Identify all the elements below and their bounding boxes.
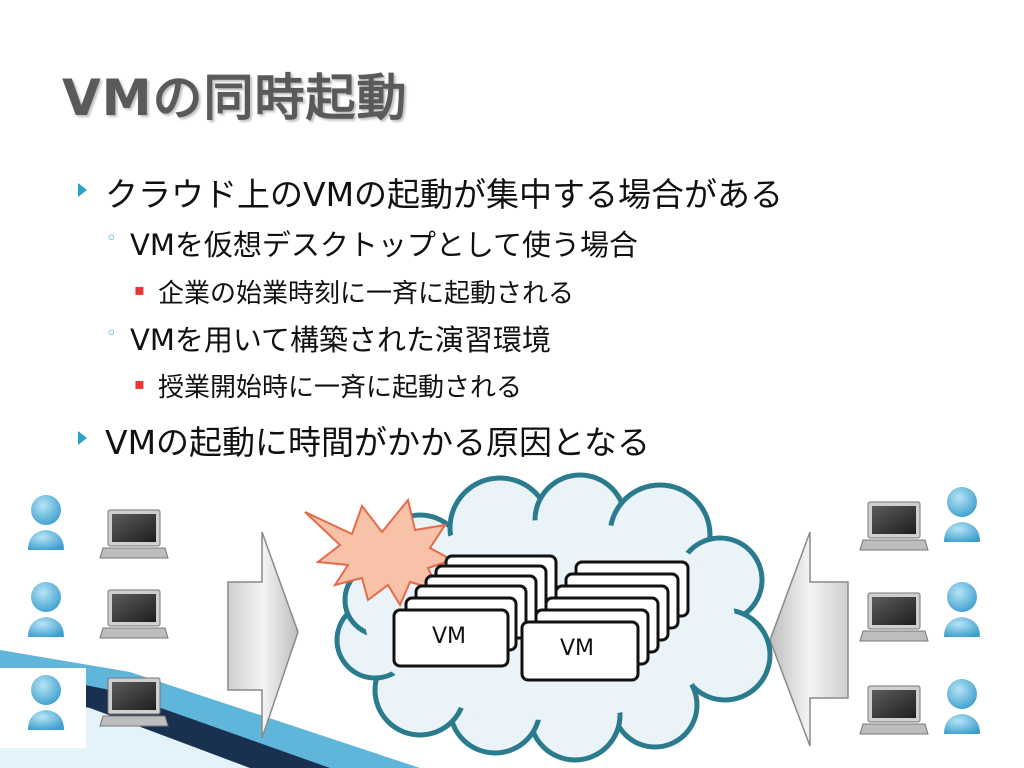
bullet-circle-icon: ◦ xyxy=(106,228,117,249)
vm-label: VM xyxy=(432,624,467,649)
bullet-arrow-icon xyxy=(78,183,87,197)
bullet-item: VMを用いて構築された演習環境 xyxy=(130,323,551,357)
bullet-item: VMを仮想デスクトップとして使う場合 xyxy=(130,228,638,262)
decorative-band xyxy=(0,650,420,768)
laptop-icon xyxy=(859,592,929,642)
vm-stack-right xyxy=(520,560,690,682)
laptop-icon xyxy=(99,509,169,559)
slide-title: VMの同時起動 xyxy=(62,69,408,127)
person-icon xyxy=(28,495,64,550)
bullet-item: VMの起動に時間がかかる原因となる xyxy=(105,423,651,462)
person-icon xyxy=(28,675,64,730)
laptop-icon xyxy=(99,677,169,727)
bullet-item: 授業開始時に一斉に起動される xyxy=(158,373,523,403)
bullet-arrow-icon xyxy=(78,431,87,445)
person-icon xyxy=(944,679,980,734)
laptop-icon xyxy=(859,501,929,551)
bullet-dot-icon: ▪ xyxy=(134,374,145,393)
vm-stack-left xyxy=(392,554,558,668)
left-arrow-icon xyxy=(769,531,849,747)
person-icon xyxy=(944,582,980,637)
vm-label: VM xyxy=(560,636,595,661)
laptop-icon xyxy=(99,589,169,639)
person-icon xyxy=(944,487,980,542)
bullet-item: クラウド上のVMの起動が集中する場合がある xyxy=(105,175,784,214)
bullet-list: クラウド上のVMの起動が集中する場合がある ◦ VMを仮想デスクトップとして使う… xyxy=(78,175,784,462)
bullet-circle-icon: ◦ xyxy=(106,323,117,344)
burst-icon xyxy=(304,497,455,608)
cloud-icon xyxy=(334,472,773,763)
right-arrow-icon xyxy=(227,531,299,739)
bullet-dot-icon: ▪ xyxy=(134,280,145,299)
laptop-icon xyxy=(859,685,929,735)
person-icon xyxy=(28,582,64,637)
bullet-item: 企業の始業時刻に一斉に起動される xyxy=(158,279,575,309)
